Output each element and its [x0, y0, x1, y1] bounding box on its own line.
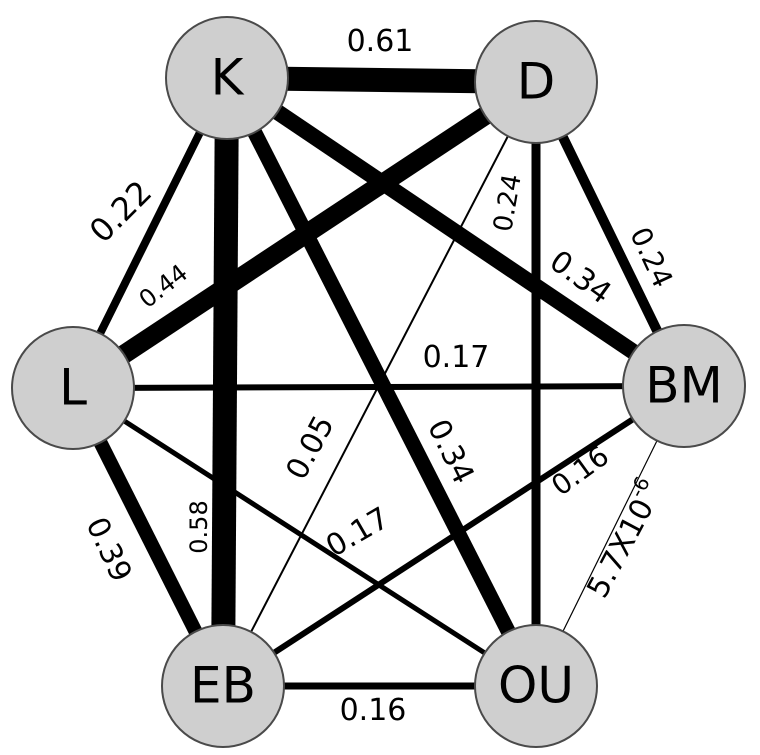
node-circle-d [474, 20, 598, 144]
node-label-d: D [517, 53, 556, 111]
node-circle-l [11, 326, 135, 450]
edge-label-eb-ou: 0.16 [340, 693, 407, 728]
edge-l-bm [72, 383, 685, 391]
edge-label-d-ou: 0.24 [488, 172, 528, 234]
edge-label-l-eb: 0.39 [79, 512, 139, 587]
edge-d-l [67, 74, 542, 396]
node-d: D [474, 20, 598, 144]
node-label-eb: EB [190, 657, 256, 715]
node-label-k: K [211, 49, 245, 107]
edge-l-ou [71, 385, 538, 689]
edge-k-eb [211, 77, 239, 687]
edge-label-k-d: 0.61 [347, 24, 414, 59]
edge-label-k-eb: 0.58 [185, 500, 213, 553]
edge-label-bm-eb: 0.16 [545, 439, 615, 502]
edge-label-l-bm: 0.17 [423, 340, 490, 375]
node-l: L [11, 326, 135, 450]
node-label-l: L [59, 359, 87, 417]
node-bm: BM [622, 324, 746, 448]
node-label-ou: OU [498, 657, 574, 715]
node-circle-bm [622, 324, 746, 448]
node-ou: OU [474, 624, 598, 748]
node-eb: EB [161, 624, 285, 748]
node-circle-k [165, 16, 289, 140]
edge-label-l-ou: 0.17 [320, 500, 395, 564]
edge-bm-eb [221, 383, 686, 689]
node-label-bm: BM [645, 357, 722, 415]
node-circle-ou [474, 624, 598, 748]
node-k: K [165, 16, 289, 140]
edge-k-bm [222, 71, 689, 393]
node-circle-eb [161, 624, 285, 748]
nodes-layer: K D L BM EB OU [11, 16, 746, 748]
edge-label-bm-ou: 5.7X10-6 [574, 472, 670, 603]
